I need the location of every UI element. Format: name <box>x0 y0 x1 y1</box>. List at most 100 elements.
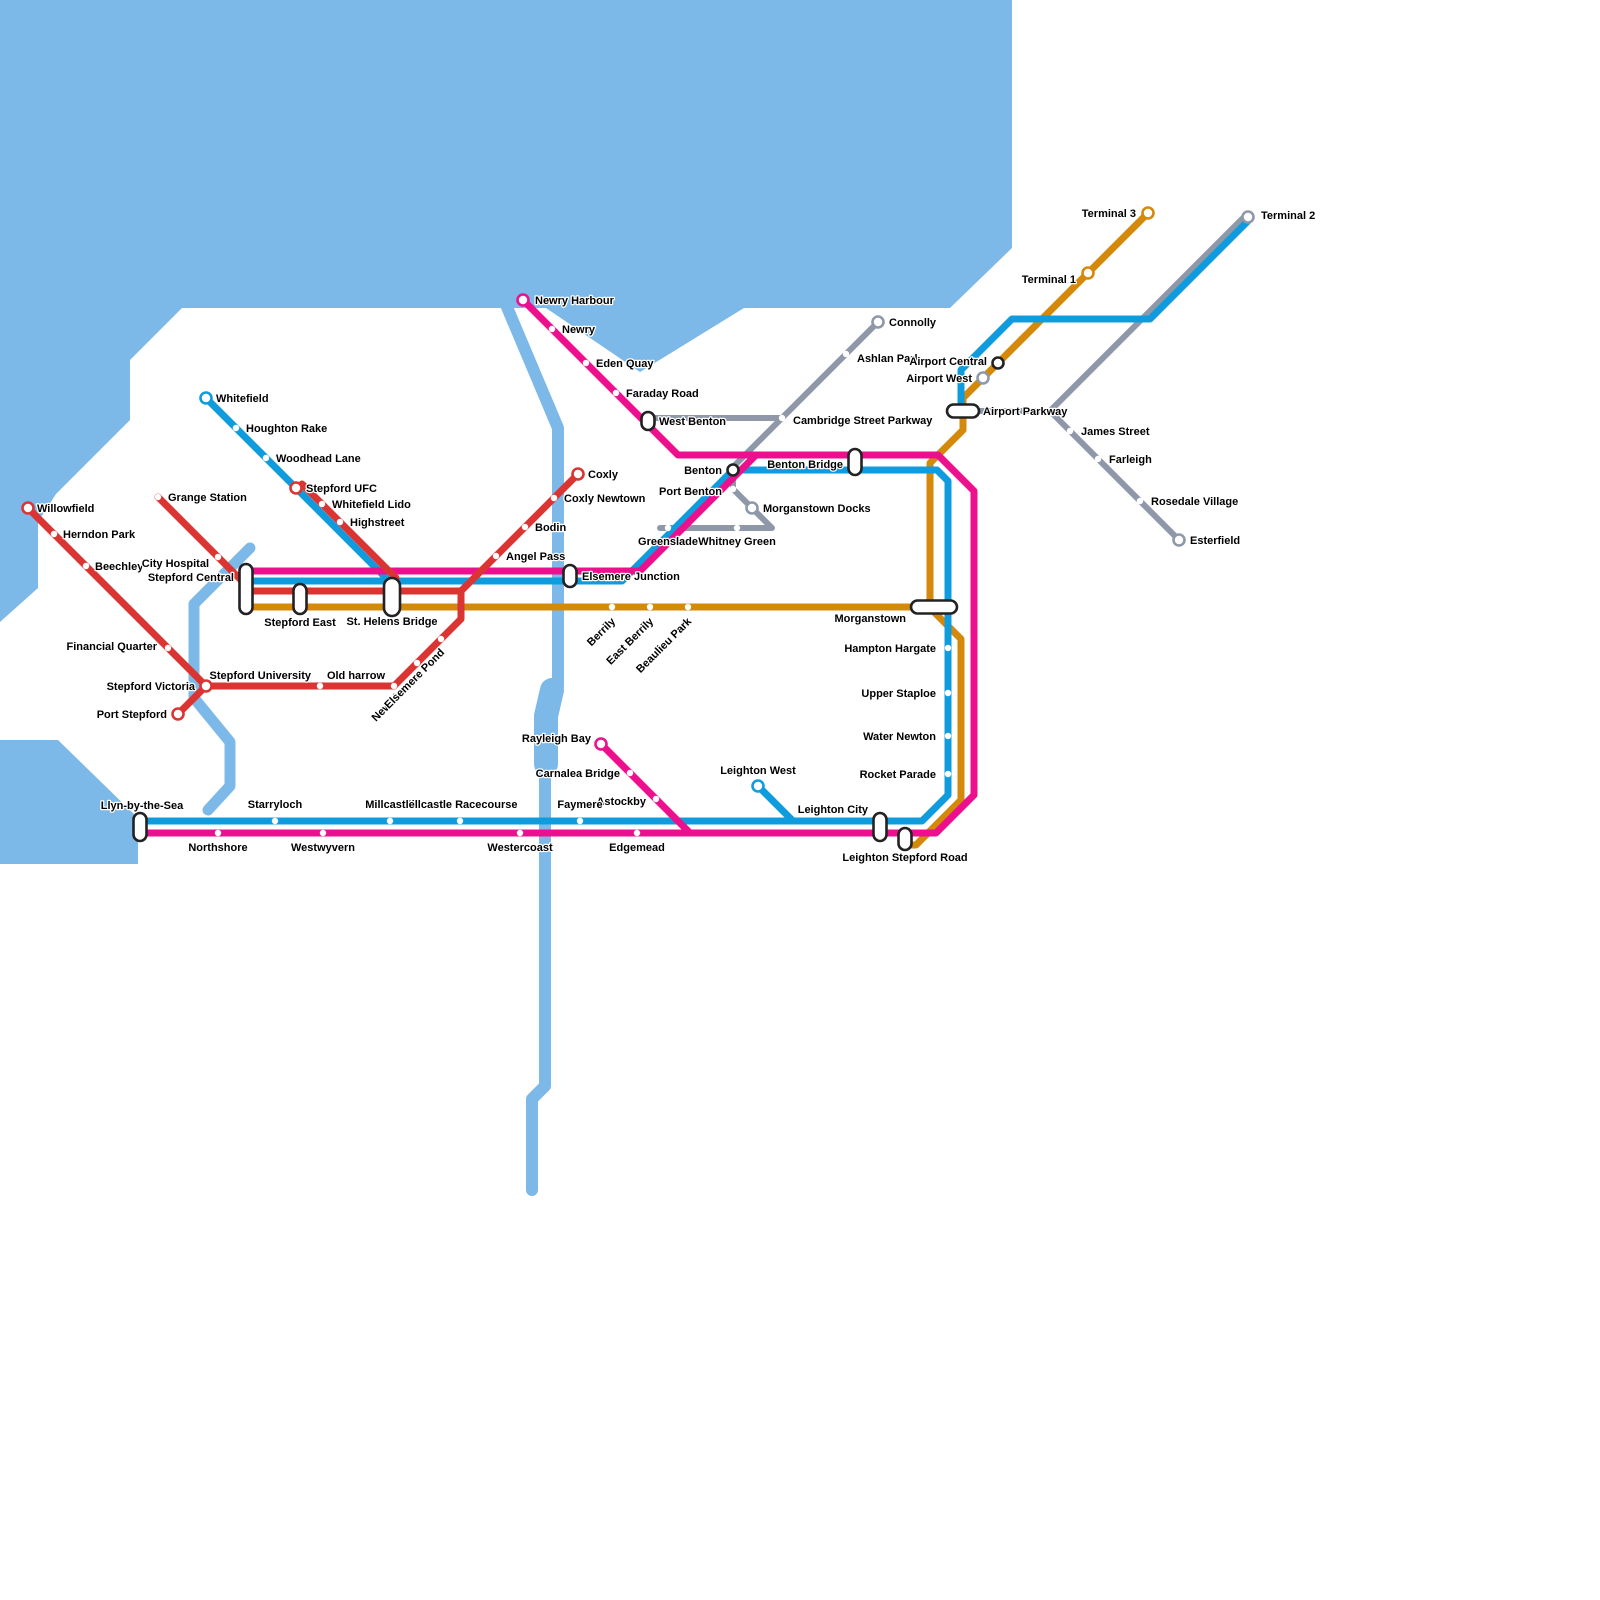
station-berrily: Berrily <box>584 603 620 650</box>
station-upper-staploe: Upper Staploe <box>860 687 952 701</box>
station-label-connolly: Connolly <box>889 317 937 329</box>
station-marker-westercoast <box>516 829 524 837</box>
station-marker-beechley <box>82 562 90 570</box>
station-old-harrow: Old harrow <box>326 669 398 690</box>
station-whitefield-lido: Whitefield Lido <box>318 498 412 512</box>
station-marker-new-harrow <box>413 659 421 667</box>
station-ashlan-park: Ashlan Park <box>842 350 923 366</box>
station-millcastle: Millcastle <box>364 798 416 825</box>
station-marker-houghton-rake <box>232 424 240 432</box>
route-line-red-coxly-branch <box>457 470 582 595</box>
station-label-stepford-victoria: Stepford Victoria <box>107 681 196 693</box>
station-label-herndon-park: Herndon Park <box>63 529 136 541</box>
station-marker-cambridge-street-parkway <box>778 414 786 422</box>
station-marker-eden-quay <box>582 359 590 367</box>
station-label-beechley: Beechley <box>95 561 144 573</box>
station-marker-whitefield <box>199 391 213 405</box>
station-marker-newry <box>548 325 556 333</box>
station-beechley: Beechley <box>82 560 145 574</box>
station-label-port-stepford: Port Stepford <box>97 709 167 721</box>
station-terminal-1: Terminal 1 <box>1021 266 1095 287</box>
station-willowfield: Willowfield <box>21 501 96 516</box>
station-marker-leighton-city <box>872 811 888 843</box>
station-marker-highstreet <box>336 518 344 526</box>
station-label-elsemere-pond: Elsemere Pond <box>382 647 447 712</box>
station-esterfield: Esterfield <box>1172 533 1241 548</box>
water-sea-southwest <box>0 740 138 864</box>
station-marker-beaulieu-park <box>684 603 692 611</box>
station-marker-newry-harbour <box>516 293 530 307</box>
station-label-whitney-green: Whitney Green <box>698 536 776 548</box>
station-marker-westwyvern <box>319 829 327 837</box>
station-westwyvern: Westwyvern <box>290 829 357 855</box>
station-label-rayleigh-bay: Rayleigh Bay <box>522 733 592 745</box>
station-label-stepford-university: Stepford University <box>210 670 312 682</box>
station-label-whitefield-lido: Whitefield Lido <box>332 499 411 511</box>
station-marker-llyn-by-the-sea <box>132 811 148 843</box>
station-label-leighton-west: Leighton West <box>720 765 796 777</box>
station-marker-stepford-university <box>316 682 324 690</box>
station-airport-central: Airport Central <box>908 355 1005 370</box>
station-marker-coxly-newtown <box>550 494 558 502</box>
station-stepford-university: Stepford University <box>208 669 324 690</box>
station-label-stepford-central: Stepford Central <box>148 572 234 584</box>
station-greenslade: Greenslade <box>637 524 699 549</box>
route-line-pink-central-express <box>242 451 760 575</box>
station-leighton-city: Leighton City <box>796 803 888 843</box>
station-label-llyn-by-the-sea: Llyn-by-the-Sea <box>101 800 184 812</box>
station-marker-farleigh <box>1094 455 1102 463</box>
station-label-west-benton: West Benton <box>659 416 726 428</box>
station-grange-station: Grange Station <box>154 491 248 505</box>
station-label-cambridge-street-parkway: Cambridge Street Parkway <box>793 415 933 427</box>
station-marker-elsemere-junction <box>562 563 578 589</box>
station-morganstown: Morganstown <box>833 599 959 626</box>
station-label-starryloch: Starryloch <box>248 799 303 811</box>
station-marker-elsemere-pond <box>437 635 445 643</box>
station-elsemere-junction: Elsemere Junction <box>562 563 681 589</box>
station-marker-grange-station <box>154 493 162 501</box>
station-label-millcastle-racecourse: Millcastle Racecourse <box>403 799 518 811</box>
station-newry-harbour: Newry Harbour <box>516 293 616 308</box>
station-marker-terminal-1 <box>1081 266 1095 280</box>
station-label-terminal-3: Terminal 3 <box>1082 208 1136 220</box>
station-label-greenslade: Greenslade <box>638 536 698 548</box>
station-label-faraday-road: Faraday Road <box>626 388 699 400</box>
station-label-woodhead-lane: Woodhead Lane <box>276 453 361 465</box>
route-line-blue-leighton-west-branch <box>754 782 797 825</box>
station-marker-greenslade <box>664 524 672 532</box>
station-leighton-west: Leighton West <box>719 764 797 793</box>
route-line-blue-main <box>136 466 952 825</box>
station-terminal-2: Terminal 2 <box>1241 209 1316 224</box>
station-marker-starryloch <box>271 817 279 825</box>
water-sea-west <box>0 308 182 622</box>
station-rocket-parade: Rocket Parade <box>858 768 952 782</box>
station-label-morganstown-docks: Morganstown Docks <box>763 503 871 515</box>
station-label-port-benton: Port Benton <box>659 486 722 498</box>
station-marker-financial-quarter <box>164 644 172 652</box>
station-newry: Newry <box>548 323 597 337</box>
station-marker-carnalea-bridge <box>626 769 634 777</box>
station-marker-terminal-2 <box>1241 210 1255 224</box>
station-label-upper-staploe: Upper Staploe <box>861 688 936 700</box>
station-cambridge-street-parkway: Cambridge Street Parkway <box>778 414 935 428</box>
station-label-stepford-ufc: Stepford UFC <box>306 483 377 495</box>
station-coxly: Coxly <box>571 467 620 482</box>
station-marker-east-berrily <box>646 603 654 611</box>
station-rayleigh-bay: Rayleigh Bay <box>521 732 608 751</box>
station-label-old-harrow: Old harrow <box>327 670 386 682</box>
station-label-whitefield: Whitefield <box>216 393 269 405</box>
station-label-grange-station: Grange Station <box>168 492 247 504</box>
station-label-leighton-stepford-road: Leighton Stepford Road <box>842 852 967 864</box>
station-marker-angel-pass <box>492 552 500 560</box>
station-whitney-green: Whitney Green <box>697 524 777 549</box>
station-airport-parkway: Airport Parkway <box>945 403 1069 419</box>
station-marker-port-benton <box>729 485 737 493</box>
station-label-benton-bridge: Benton Bridge <box>767 459 843 471</box>
station-coxly-newtown: Coxly Newtown <box>550 492 647 506</box>
station-label-newry: Newry <box>562 324 596 336</box>
station-marker-leighton-west <box>751 779 765 793</box>
station-stepford-central: Stepford Central <box>147 562 254 616</box>
station-marker-rayleigh-bay <box>594 737 608 751</box>
station-bodin: Bodin <box>521 521 568 535</box>
